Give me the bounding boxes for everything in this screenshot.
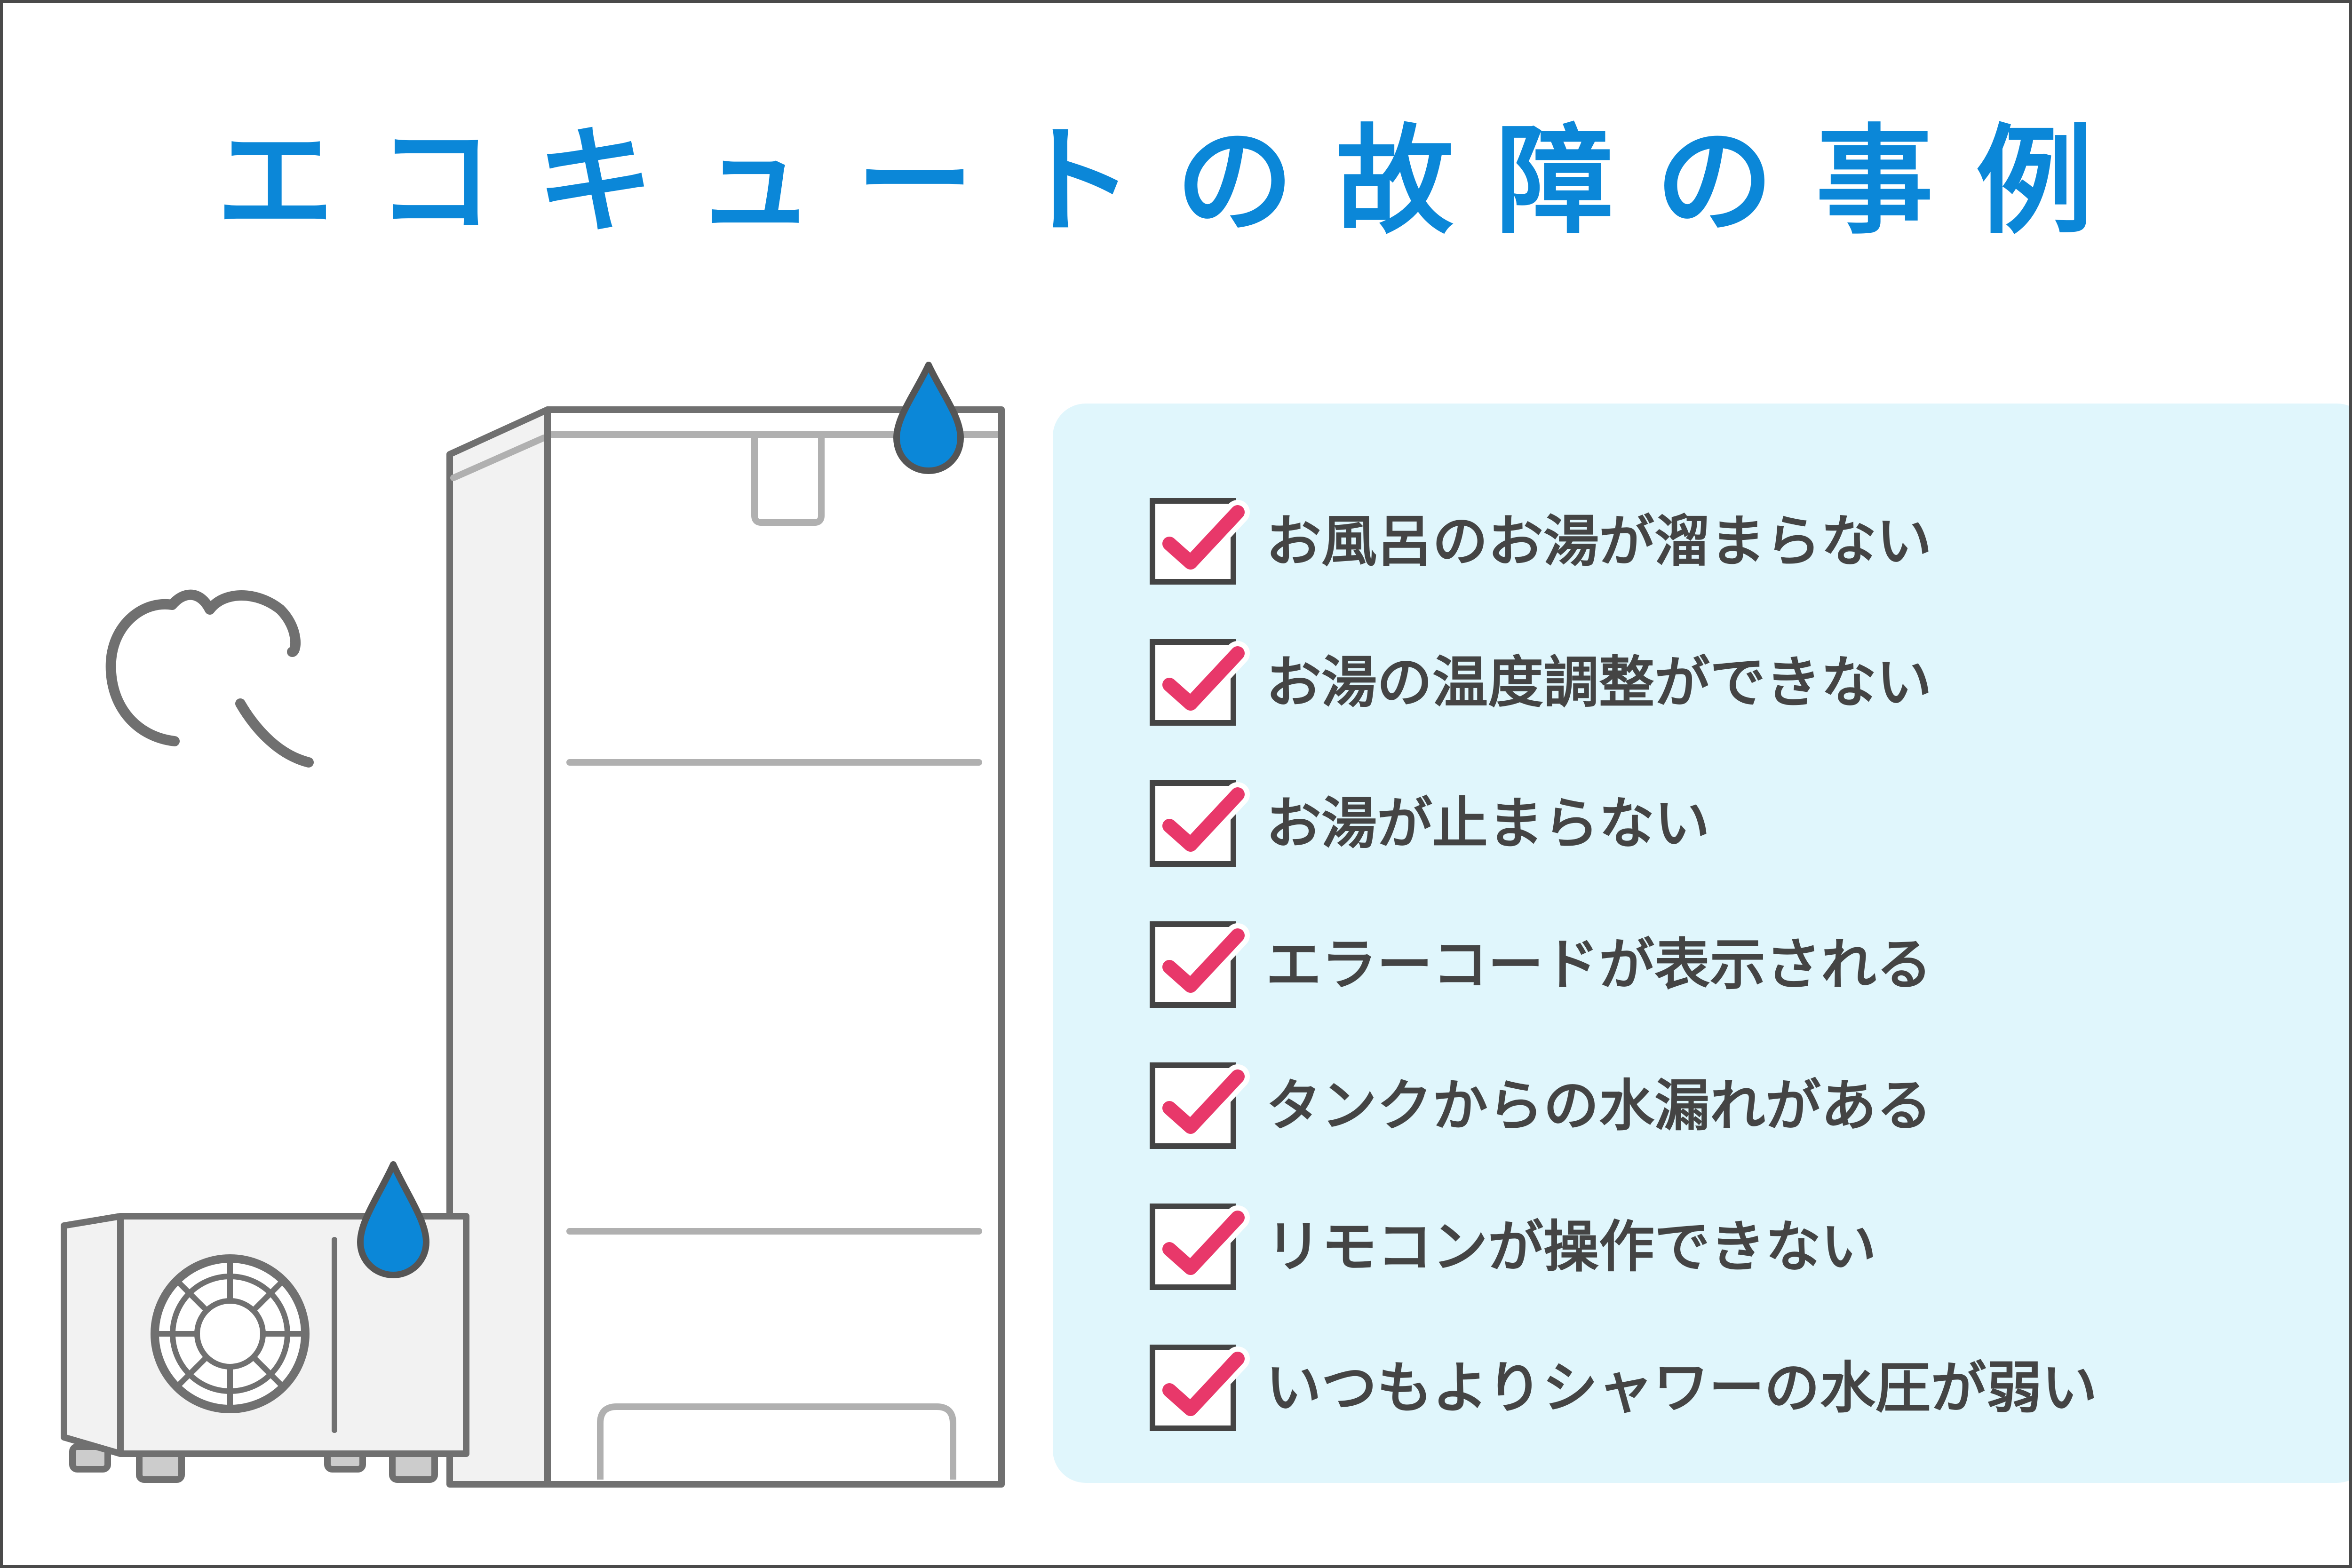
checklist-item: いつもよりシャワーの水圧が弱い [1150,1317,2098,1458]
checkmark-icon [1162,787,1245,852]
checklist-item: お風呂のお湯が溜まらない [1150,471,2098,612]
checklist-item-label: リモコンが操作できない [1266,1214,1877,1279]
checkmark-icon [1162,1211,1245,1275]
checkbox-checked-icon [1150,780,1250,867]
checkmark-icon [1162,505,1245,570]
checkbox-checked-icon [1150,921,1250,1008]
checkbox-checked-icon [1150,1062,1250,1149]
failure-checklist: お風呂のお湯が溜まらないお湯の温度調整ができないお湯が止まらないエラーコードが表… [1150,471,2098,1458]
checklist-item-label: いつもよりシャワーの水圧が弱い [1266,1355,2098,1420]
water-drop-icon [357,1161,429,1278]
checkbox-checked-icon [1150,1204,1250,1290]
checkbox-checked-icon [1150,1345,1250,1431]
checkmark-icon [1162,1069,1245,1134]
checklist-item-label: お湯の温度調整ができない [1266,650,1932,715]
checkbox-checked-icon [1150,639,1250,726]
eco-cute-illustration [61,362,1005,1488]
checklist-item: エラーコードが表示される [1150,894,2098,1035]
checklist-panel [1053,404,2349,1483]
fan-grille-icon [151,1254,310,1413]
checkbox-checked-icon [1150,498,1250,585]
heat-pump-unit-icon [61,1213,469,1483]
checklist-item-label: エラーコードが表示される [1266,932,1932,997]
water-drop-icon [893,362,964,474]
checklist-item-label: お風呂のお湯が溜まらない [1266,509,1932,574]
water-heater-tank-icon [446,406,1005,1488]
checkmark-icon [1162,646,1245,711]
checkmark-icon [1162,928,1245,993]
checklist-item: タンクからの水漏れがある [1150,1035,2098,1176]
steam-puff-icon [105,589,314,768]
checklist-item: お湯が止まらない [1150,753,2098,894]
page-title: エコキュートの故障の事例 [216,113,2136,250]
checklist-item-label: タンクからの水漏れがある [1266,1073,1932,1138]
checklist-item: リモコンが操作できない [1150,1176,2098,1317]
checklist-item-label: お湯が止まらない [1266,791,1710,856]
checkmark-icon [1162,1352,1245,1416]
checklist-item: お湯の温度調整ができない [1150,612,2098,753]
